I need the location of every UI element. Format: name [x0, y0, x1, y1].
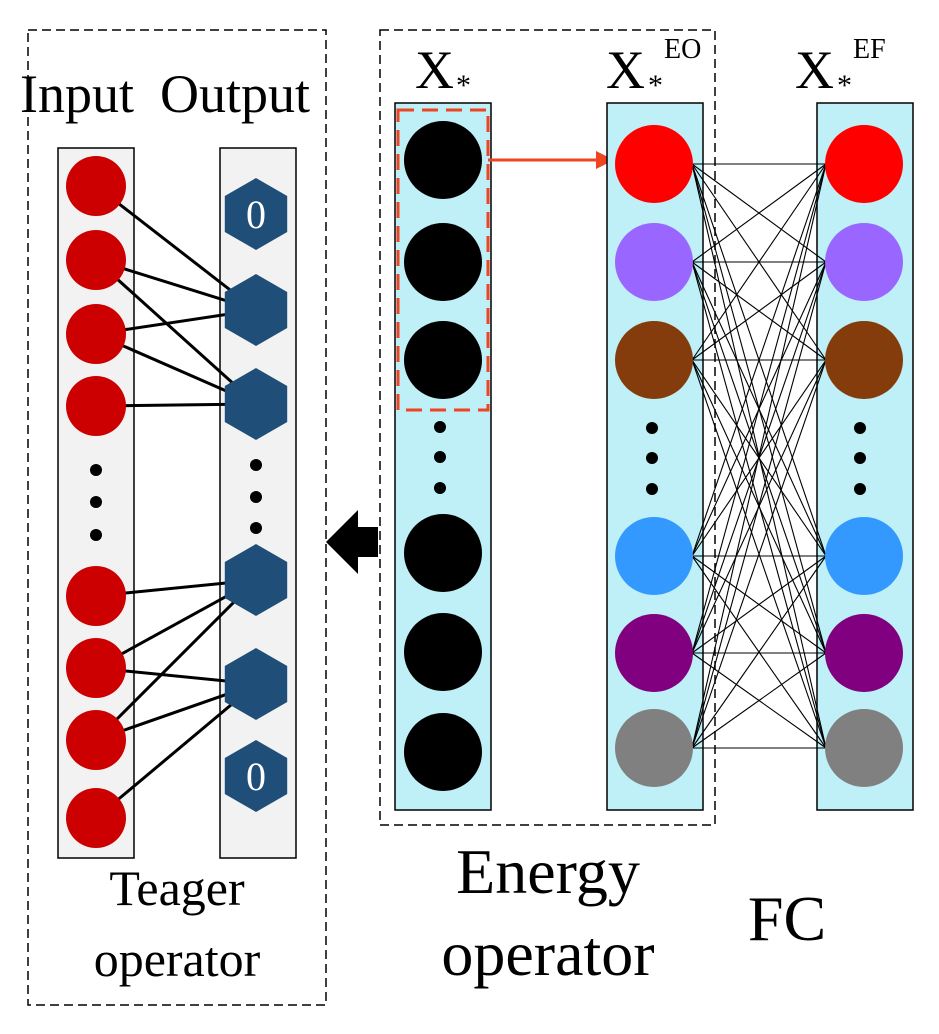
- teager-output-ellipsis: [250, 459, 262, 534]
- teager-input-node: [66, 230, 126, 290]
- ef-node: [825, 223, 903, 301]
- eo-node: [615, 614, 693, 692]
- teager-output-hexagon: [224, 274, 288, 346]
- output-label: Output: [160, 64, 310, 124]
- zero-label: 0: [246, 754, 266, 799]
- teager-input-node: [66, 638, 126, 698]
- ef-x-sub: *: [837, 69, 852, 102]
- ef-node: [825, 614, 903, 692]
- eo-node: [615, 321, 693, 399]
- teager-input-node: [66, 788, 126, 848]
- x-eo-label: X * EO: [606, 34, 701, 102]
- teager-caption-line1: Teager: [109, 860, 245, 916]
- energy-ellipsis: [434, 421, 446, 494]
- teager-output-column: [219, 147, 297, 859]
- energy-node: [404, 713, 482, 791]
- teager-input-node: [66, 376, 126, 436]
- fc-edge: [691, 163, 827, 557]
- energy-node: [404, 121, 482, 199]
- teager-edge: [95, 682, 257, 820]
- ef-node: [825, 321, 903, 399]
- x-ef-label: X * EF: [795, 34, 886, 102]
- energy-node: [404, 514, 482, 592]
- teager-edge: [95, 184, 257, 312]
- eo-node: [615, 125, 693, 203]
- eo-x-label: X: [606, 40, 645, 100]
- ef-node: [825, 517, 903, 595]
- ef-x-label: X: [795, 40, 834, 100]
- eo-ellipsis: [646, 422, 658, 495]
- fc-edge: [691, 261, 827, 361]
- ef-node: [825, 709, 903, 787]
- energy-node: [404, 223, 482, 301]
- fc-connections: [691, 163, 827, 749]
- fc-edge: [691, 261, 827, 749]
- ef-ellipsis: [854, 422, 866, 495]
- fc-edge: [691, 652, 827, 749]
- fc-edge: [691, 555, 827, 749]
- selection-box: [396, 108, 490, 412]
- ef-node: [825, 125, 903, 203]
- eo-nodes: [615, 125, 693, 787]
- teager-output-nodes: 00: [224, 178, 288, 812]
- energy-caption-line1: Energy: [456, 836, 640, 907]
- input-label: Input: [20, 64, 134, 124]
- eo-node: [615, 517, 693, 595]
- fc-edge: [691, 163, 827, 361]
- fc-edge: [691, 163, 827, 749]
- ef-nodes: [825, 125, 903, 787]
- red-arrow-icon: [488, 151, 614, 169]
- teager-input-ellipsis: [90, 464, 102, 541]
- eo-x-sub: *: [648, 69, 663, 102]
- eo-x-sup: EO: [664, 34, 701, 65]
- fc-edge: [691, 163, 827, 654]
- eo-node: [615, 223, 693, 301]
- teager-caption-line2: operator: [94, 931, 261, 987]
- teager-input-node: [66, 710, 126, 770]
- teager-output-hexagon: [224, 740, 288, 812]
- fc-edge: [691, 163, 827, 263]
- teager-output-hexagon: [224, 544, 288, 616]
- energy-nodes: [404, 121, 482, 791]
- ef-x-sup: EF: [853, 34, 886, 65]
- energy-node: [404, 321, 482, 399]
- teager-edge: [94, 578, 258, 742]
- teager-output-hexagon: [224, 178, 288, 250]
- left-arrow-icon: [326, 510, 378, 574]
- fc-edge: [691, 555, 827, 654]
- teager-input-node: [66, 304, 126, 364]
- energy-caption-line2: operator: [441, 918, 654, 989]
- teager-input-node: [66, 156, 126, 216]
- teager-output-hexagon: [224, 368, 288, 440]
- energy-node: [404, 613, 482, 691]
- fc-label: FC: [748, 883, 826, 954]
- teager-output-hexagon: [224, 648, 288, 720]
- teager-input-node: [66, 566, 126, 626]
- eo-node: [615, 709, 693, 787]
- teager-operator-frame: [27, 29, 327, 1006]
- fc-edge: [691, 359, 827, 749]
- teager-edge: [94, 258, 258, 406]
- x-star-label: X *: [415, 40, 471, 102]
- teager-input-nodes: [66, 156, 126, 848]
- x-sub: *: [456, 69, 471, 102]
- zero-label: 0: [246, 192, 266, 237]
- x-label: X: [415, 40, 454, 100]
